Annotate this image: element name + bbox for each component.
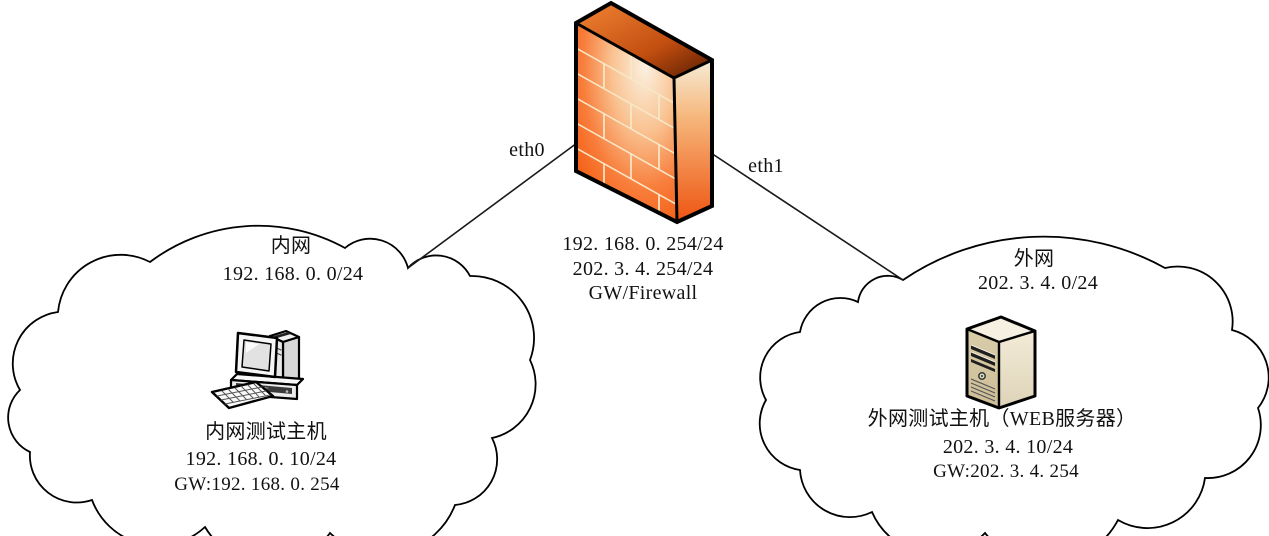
- brick-mortar-lines: [576, 47, 676, 219]
- external-host-gateway-label: GW:202. 3. 4. 254: [933, 461, 1079, 482]
- external-cloud-subnet-label: 202. 3. 4. 0/24: [977, 272, 1099, 294]
- external-host-name-label: 外网测试主机（WEB服务器）: [867, 408, 1137, 430]
- firewall-brick-wall-icon: [574, 0, 714, 225]
- external-cloud-name-label: 外网: [1013, 248, 1055, 270]
- eth1-label: eth1: [748, 155, 784, 177]
- eth1-link-line: [710, 152, 904, 281]
- eth0-label: eth0: [509, 139, 545, 161]
- server-drive-slots: [970, 344, 996, 372]
- internal-host-gateway-label: GW:192. 168. 0. 254: [174, 474, 340, 495]
- firewall-ip-internal-label: 192. 168. 0. 254/24: [562, 233, 724, 255]
- internal-host-ip-label: 192. 168. 0. 10/24: [185, 448, 337, 470]
- internal-host-name-label: 内网测试主机: [205, 421, 327, 443]
- external-host-ip-label: 202. 3. 4. 10/24: [942, 436, 1074, 458]
- firewall-role-label: GW/Firewall: [588, 282, 698, 304]
- server-vent-lines: [970, 378, 996, 402]
- server-tower-icon: [965, 315, 1037, 410]
- firewall-ip-external-label: 202. 3. 4. 254/24: [572, 258, 714, 280]
- eth0-link-line: [407, 142, 578, 269]
- internal-cloud-subnet-label: 192. 168. 0. 0/24: [222, 263, 364, 285]
- internal-cloud-name-label: 内网: [270, 235, 312, 257]
- desktop-computer-icon: [210, 329, 305, 410]
